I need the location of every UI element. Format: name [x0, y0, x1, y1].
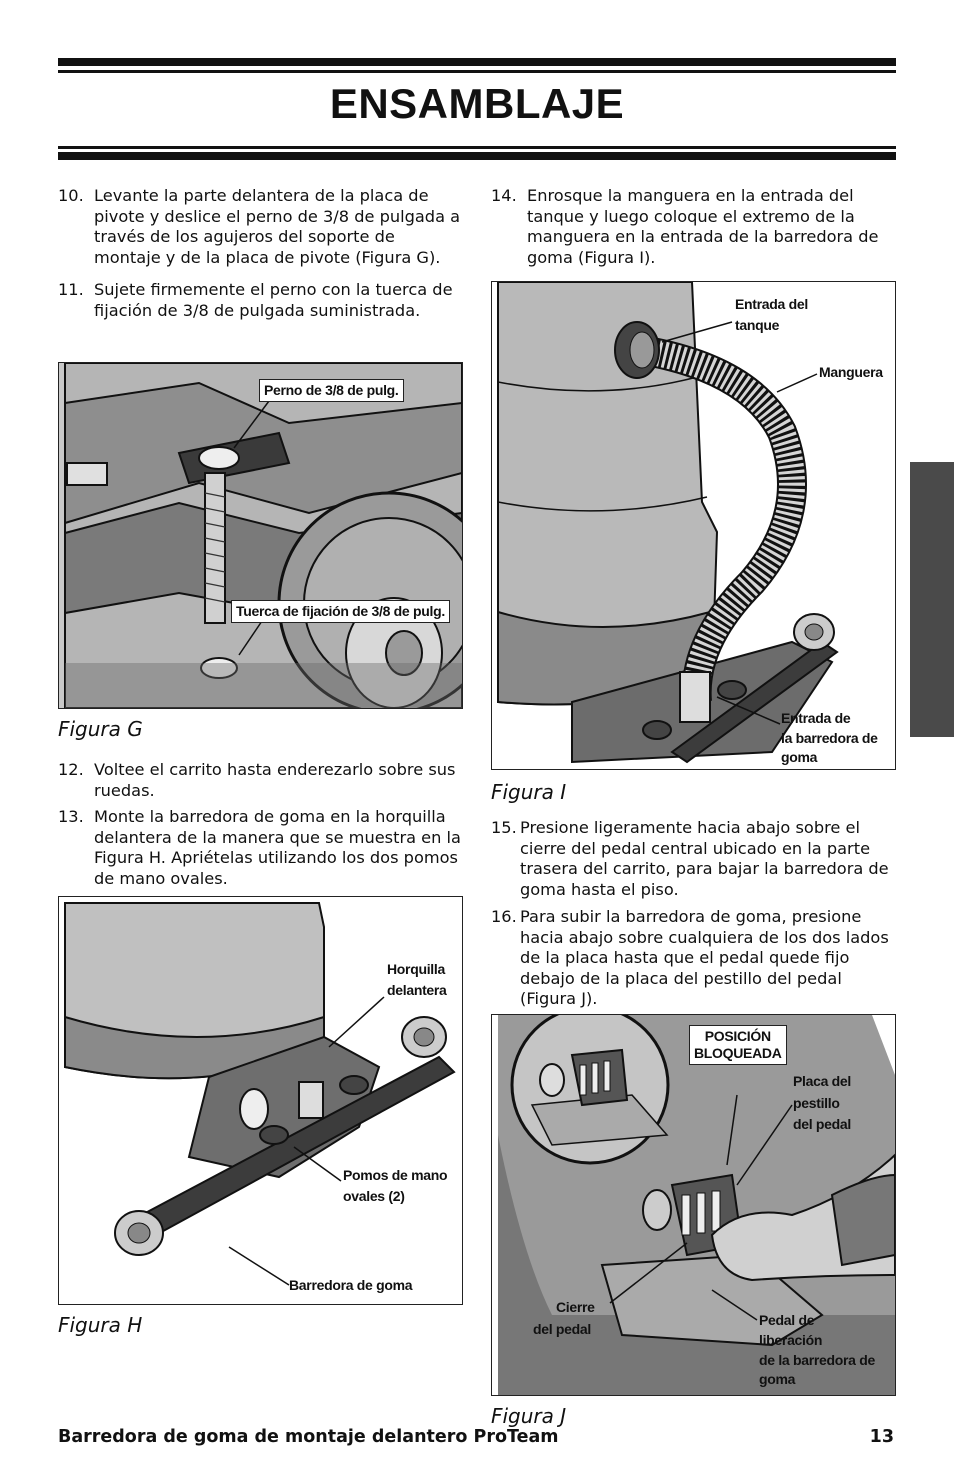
step-14: 14. Enrosque la manguera en la entrada d… — [491, 186, 896, 268]
figure-h-caption: Figura H — [58, 1313, 143, 1337]
footer: Barredora de goma de montaje delantero P… — [58, 1427, 896, 1447]
top-rule-thin — [58, 70, 896, 73]
label-posicion: POSICIÓN — [704, 1028, 771, 1044]
title-rule-thick — [58, 152, 896, 160]
step-number: 10. — [58, 186, 84, 205]
step-number: 12. — [58, 760, 84, 779]
page-number: 13 — [869, 1427, 894, 1447]
label-entrada-barredora-2: la barredora de — [781, 730, 878, 746]
step-text: Presione ligeramente hacia abajo sobre e… — [520, 818, 889, 899]
figure-j-caption: Figura J — [491, 1404, 567, 1428]
label-cierre-2: del pedal — [533, 1321, 591, 1337]
label-delantera: delantera — [387, 982, 447, 998]
figure-h-illustration — [59, 897, 462, 1304]
label-placa-2: pestillo — [793, 1095, 840, 1111]
figure-i-illustration — [492, 282, 895, 769]
label-ovales: ovales (2) — [343, 1188, 405, 1204]
label-entrada-barredora-1: Entrada de — [781, 710, 851, 726]
label-cierre-1: Cierre — [556, 1299, 595, 1315]
step-16: 16. Para subir la barredora de goma, pre… — [491, 907, 896, 1010]
page-title: ENSAMBLAJE — [329, 80, 625, 127]
step-text: Para subir la barredora de goma, presion… — [520, 907, 889, 1008]
step-text: Sujete firmemente el perno con la tuerca… — [94, 280, 453, 320]
label-manguera: Manguera — [819, 364, 883, 380]
figure-i: Entrada del tanque Manguera Entrada de l… — [491, 281, 896, 770]
top-rule-thick — [58, 58, 896, 66]
label-bloqueada: BLOQUEADA — [694, 1045, 782, 1061]
label-tuerca: Tuerca de fijación de 3/8 de pulg. — [231, 600, 450, 623]
figure-j: POSICIÓN BLOQUEADA Placa del pestillo de… — [491, 1014, 896, 1396]
label-barredora: Barredora de goma — [289, 1277, 413, 1293]
figure-i-caption: Figura I — [491, 780, 567, 804]
label-horquilla: Horquilla — [387, 961, 445, 977]
section-tab — [910, 462, 954, 737]
figure-g-caption: Figura G — [58, 717, 143, 741]
step-number: 15. — [491, 818, 517, 837]
label-pedal-2: liberación — [759, 1332, 823, 1348]
label-placa-1: Placa del — [793, 1073, 852, 1089]
step-number: 14. — [491, 186, 517, 205]
label-perno: Perno de 3/8 de pulg. — [259, 379, 404, 402]
step-number: 16. — [491, 907, 517, 926]
label-entrada-tanque-2: tanque — [735, 317, 780, 333]
label-pedal-1: Pedal de — [759, 1312, 815, 1328]
label-pedal-4: goma — [759, 1371, 796, 1387]
step-12: 12. Voltee el carrito hasta enderezarlo … — [58, 760, 463, 801]
figure-j-illustration — [492, 1015, 895, 1395]
step-text: Monte la barredora de goma en la horquil… — [94, 807, 461, 888]
label-pedal-3: de la barredora de — [759, 1352, 875, 1368]
figure-g-illustration — [59, 363, 462, 708]
label-entrada-tanque-1: Entrada del — [735, 296, 808, 312]
step-text: Voltee el carrito hasta enderezarlo sobr… — [94, 760, 456, 800]
step-13: 13. Monte la barredora de goma en la hor… — [58, 807, 463, 889]
label-pomos: Pomos de mano — [343, 1167, 448, 1183]
footer-text: Barredora de goma de montaje delantero P… — [58, 1427, 559, 1447]
title-rule-thin — [58, 146, 896, 149]
figure-h: Horquilla delantera Pomos de mano ovales… — [58, 896, 463, 1305]
label-entrada-barredora-3: goma — [781, 749, 818, 765]
step-text: Enrosque la manguera en la entrada del t… — [527, 186, 879, 267]
step-text: Levante la parte delantera de la placa d… — [94, 186, 461, 267]
label-posicion-bloqueada: POSICIÓN BLOQUEADA — [689, 1025, 787, 1065]
step-15: 15. Presione ligeramente hacia abajo sob… — [491, 818, 896, 900]
figure-g: Perno de 3/8 de pulg. Tuerca de fijación… — [58, 362, 463, 709]
step-number: 13. — [58, 807, 84, 826]
step-11: 11. Sujete firmemente el perno con la tu… — [58, 280, 463, 321]
step-10: 10. Levante la parte delantera de la pla… — [58, 186, 463, 268]
label-placa-3: del pedal — [793, 1116, 851, 1132]
step-number: 11. — [58, 280, 84, 299]
